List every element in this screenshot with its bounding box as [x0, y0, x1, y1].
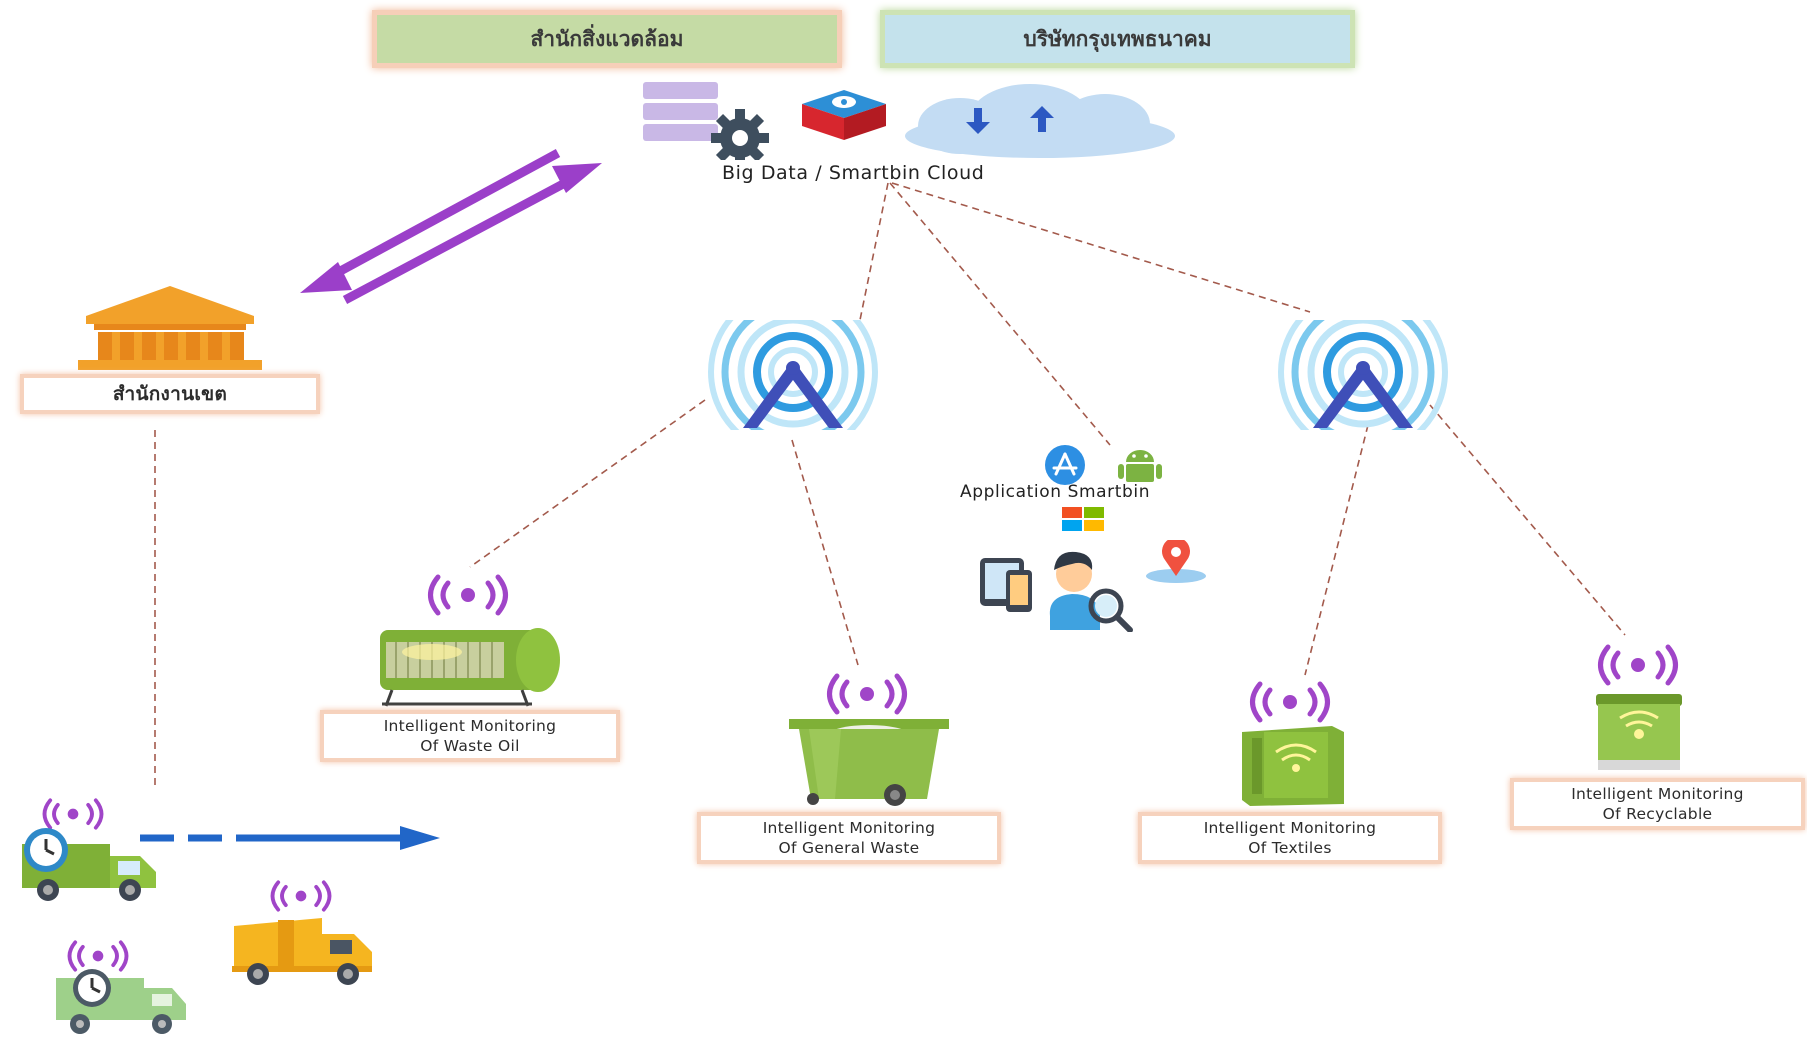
settings-gear-icon [711, 109, 769, 160]
database-server-icon [643, 82, 769, 160]
waste-oil-monitor-label: Intelligent Monitoring Of Waste Oil [320, 710, 620, 762]
signal-icon [428, 574, 508, 616]
textile-bin-icon [1242, 726, 1344, 806]
link-tower-textiles [1304, 424, 1369, 676]
cloud-sync-icon [905, 84, 1175, 158]
garbage-bin-icon [789, 719, 949, 806]
signal-icon [270, 880, 332, 912]
link-cloud-tower-left [859, 182, 889, 321]
recycle-bin-icon [1596, 694, 1682, 770]
user-search-icon [980, 540, 1206, 632]
clock-icon [73, 969, 111, 1007]
arrow-head-right [552, 163, 602, 193]
header-krungthep-thanakom: บริษัทกรุงเทพธนาคม [880, 10, 1355, 68]
garbage-truck-icon [232, 918, 372, 985]
recyclable-line1: Intelligent Monitoring [1571, 785, 1744, 803]
cloud-label: Big Data / Smartbin Cloud [722, 162, 985, 184]
antenna-tower-icon [1278, 320, 1448, 430]
district-office-label: สำนักงานเขต [112, 383, 228, 405]
header-krungthep-thanakom-label: บริษัทกรุงเทพธนาคม [1023, 26, 1212, 51]
clock-icon [24, 828, 68, 872]
link-cloud-app [889, 182, 1111, 446]
government-building-icon [78, 286, 262, 370]
textiles-line2: Of Textiles [1248, 839, 1332, 857]
truck-route-arrow [140, 826, 440, 850]
waste-oil-line1: Intelligent Monitoring [383, 717, 557, 735]
app-store-icon [1045, 445, 1085, 485]
antenna-tower-icon [708, 320, 878, 430]
garbage-truck-icon [22, 828, 156, 901]
district-office-label-box: สำนักงานเขต [20, 374, 320, 414]
storage-box-icon [802, 90, 886, 140]
general-waste-monitor-label: Intelligent Monitoring Of General Waste [697, 812, 1001, 864]
download-upload-arrows [966, 106, 1054, 134]
waste-oil-line2: Of Waste Oil [420, 737, 520, 755]
link-cloud-tower-right [891, 182, 1311, 313]
garbage-truck-icon [56, 969, 186, 1034]
recyclable-line2: Of Recyclable [1602, 805, 1713, 823]
signal-icon [42, 798, 104, 830]
textiles-line1: Intelligent Monitoring [1203, 819, 1377, 837]
link-tower-general-waste [791, 439, 859, 666]
general-waste-line1: Intelligent Monitoring [762, 819, 936, 837]
arrow-head-left [300, 262, 352, 293]
textiles-monitor-label: Intelligent Monitoring Of Textiles [1138, 812, 1442, 864]
signal-icon [1250, 681, 1330, 723]
data-exchange-arrows [300, 149, 602, 304]
signal-icon [1598, 644, 1678, 686]
application-label: Application Smartbin [960, 482, 1151, 502]
windows-icon [1062, 507, 1104, 531]
android-icon [1118, 450, 1162, 482]
location-pin-icon [1146, 540, 1206, 583]
signal-icon [67, 940, 129, 972]
header-office-environment-label: สำนักสิ่งแวดล้อม [530, 26, 684, 51]
header-office-environment: สำนักสิ่งแวดล้อม [372, 10, 842, 68]
general-waste-line2: Of General Waste [778, 839, 920, 857]
recyclable-monitor-label: Intelligent Monitoring Of Recyclable [1510, 778, 1805, 830]
signal-icon [827, 673, 907, 715]
link-tower-recyclable [1429, 404, 1626, 636]
link-tower-waste-oil [469, 399, 706, 568]
oil-tank-icon [380, 628, 560, 707]
